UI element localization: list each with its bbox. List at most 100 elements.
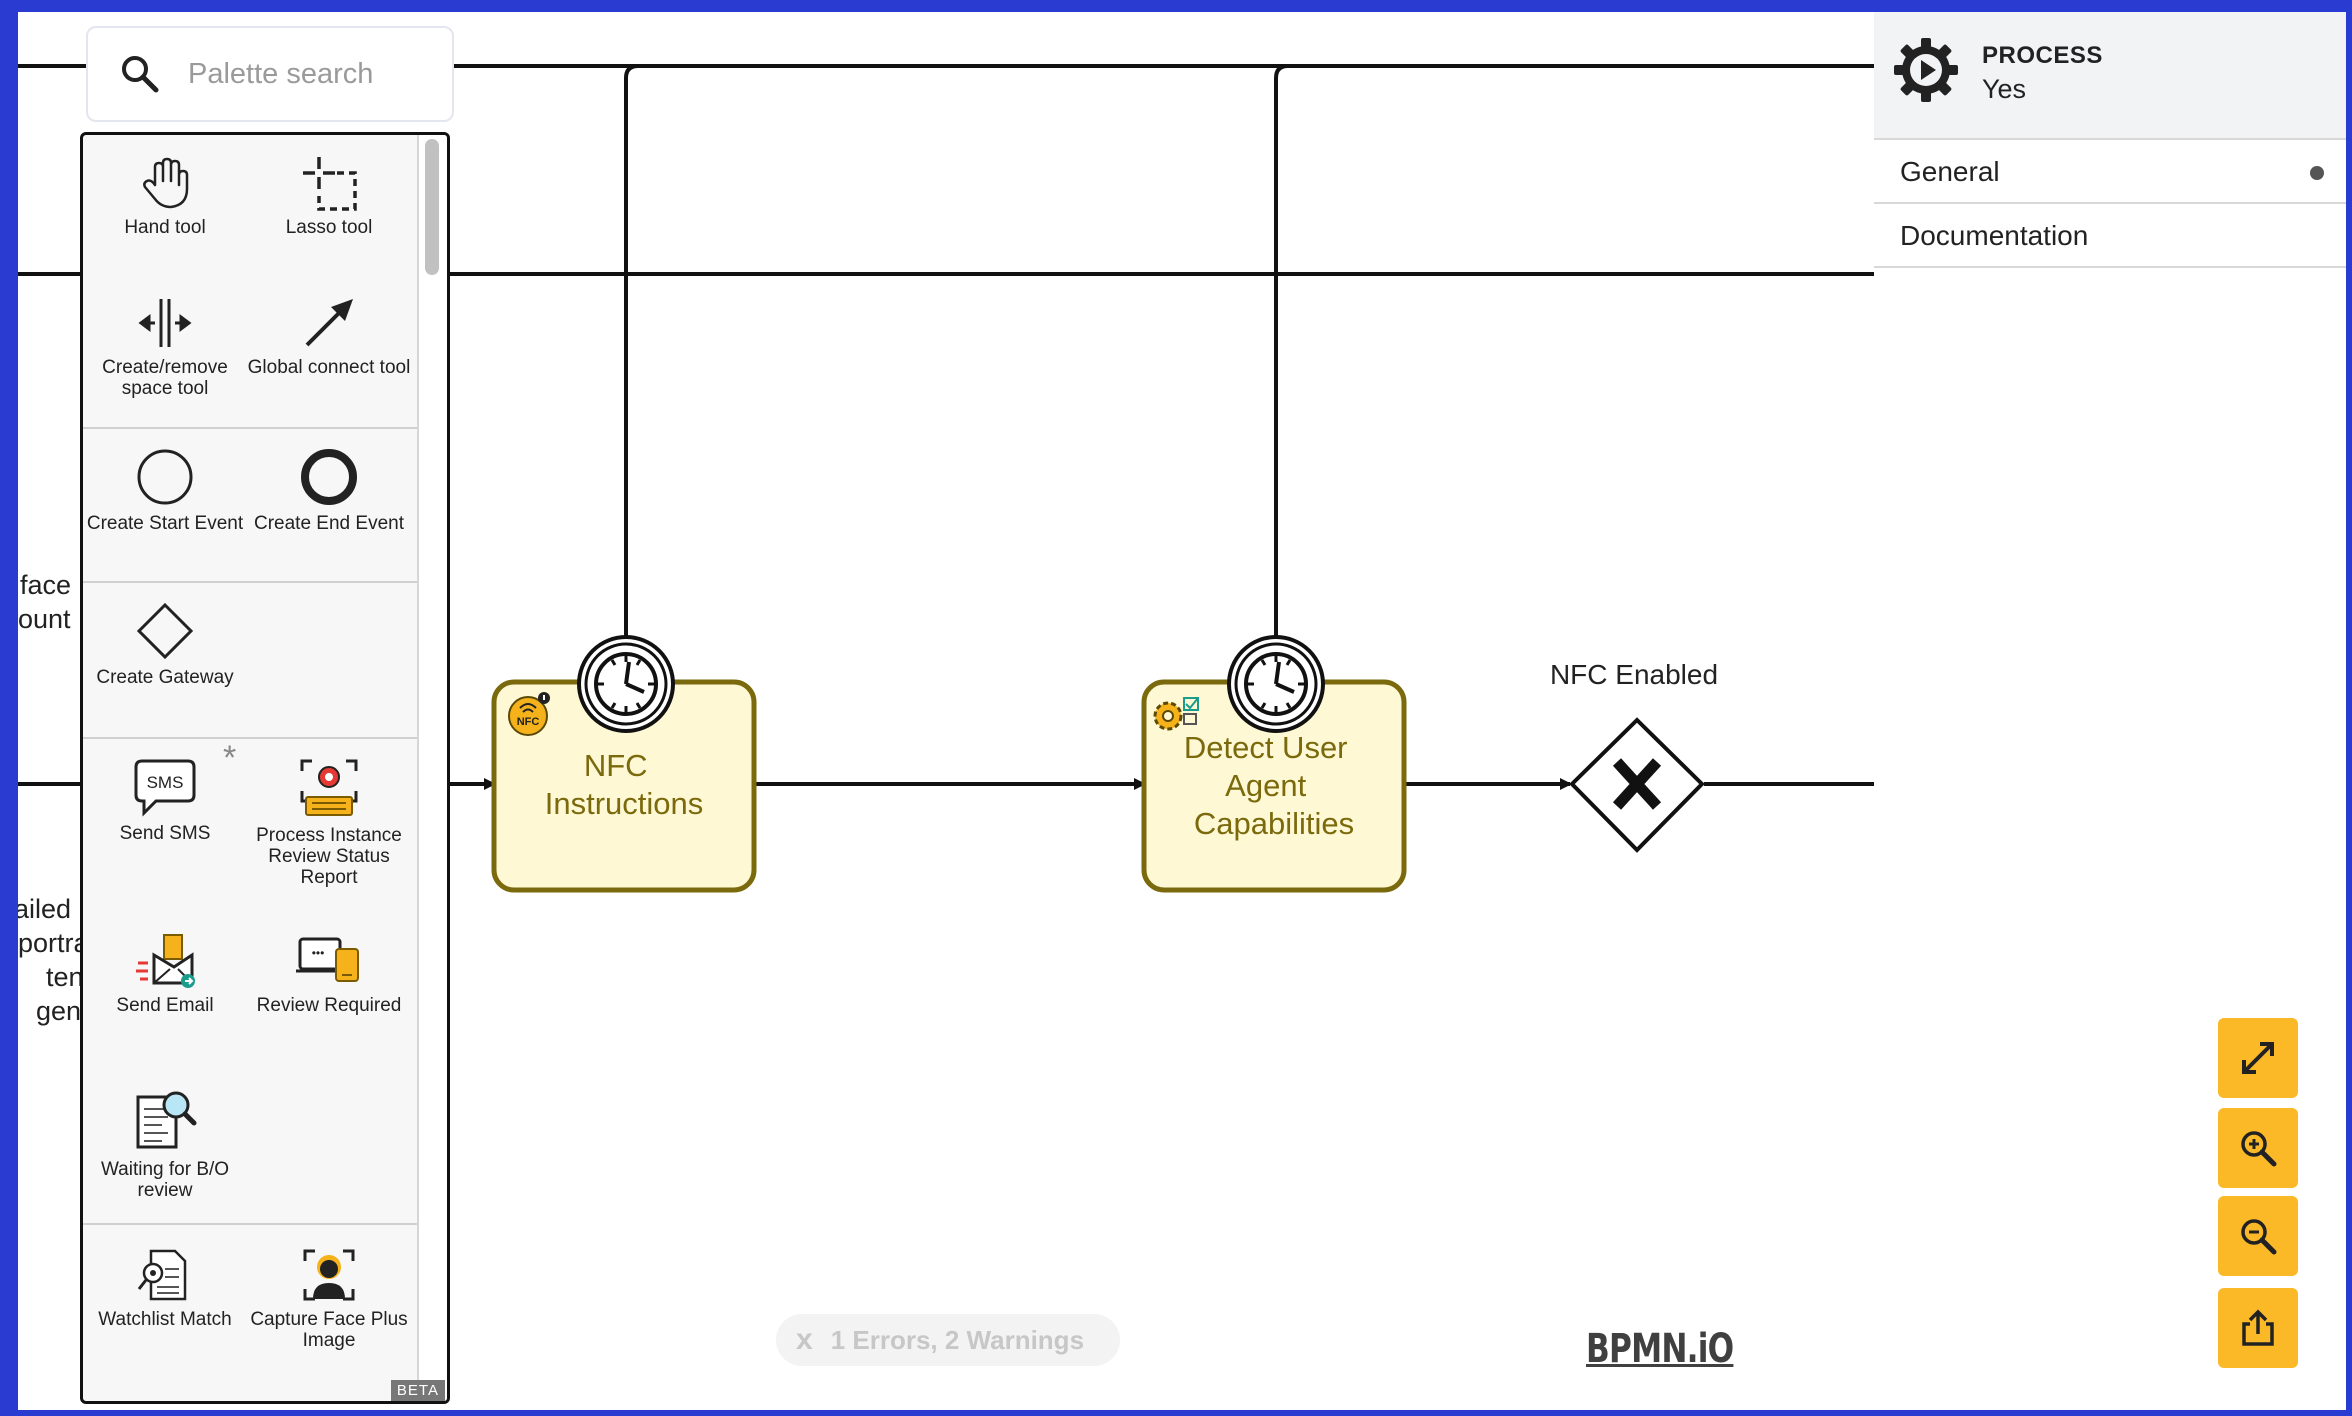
search-icon bbox=[122, 56, 159, 93]
capture-face-button[interactable]: Capture Face Plus Image bbox=[247, 1247, 411, 1351]
element-type: PROCESS bbox=[1982, 42, 2103, 69]
section-has-data-dot bbox=[2310, 166, 2324, 180]
hand-icon bbox=[143, 157, 189, 209]
zoom-out-icon bbox=[2241, 1219, 2277, 1255]
gateway-icon bbox=[136, 602, 194, 660]
watchlist-match-label: Watchlist Match bbox=[98, 1309, 232, 1330]
review-required-label: Review Required bbox=[256, 995, 402, 1016]
watchlist-icon bbox=[137, 1249, 187, 1301]
lasso-tool-button[interactable]: Lasso tool bbox=[247, 155, 411, 238]
clipped-left-labels: face ount ailed portra ten gen bbox=[14, 570, 90, 1026]
task-label-line: Capabilities bbox=[1194, 806, 1354, 841]
task-nfc-instructions[interactable]: NFC NFC Instructions bbox=[491, 679, 757, 893]
sms-icon: SMS bbox=[134, 759, 196, 817]
face-capture-icon bbox=[303, 1249, 355, 1301]
connect-arrow-icon bbox=[305, 299, 353, 347]
review-report-icon bbox=[300, 759, 358, 816]
properties-section-documentation[interactable]: Documentation bbox=[1874, 204, 2346, 268]
bpmn-io-logo[interactable]: BPMN.iO bbox=[1586, 1326, 1734, 1372]
palette-scrollbar-thumb[interactable] bbox=[425, 139, 439, 275]
lasso-tool-label: Lasso tool bbox=[285, 217, 373, 238]
svg-text:•••: ••• bbox=[312, 946, 325, 960]
review-required-button[interactable]: ••• Review Required bbox=[247, 933, 411, 1016]
boundary-connectors[interactable] bbox=[624, 64, 1289, 638]
clipped-label: gen bbox=[36, 996, 81, 1026]
create-end-event-label: Create End Event bbox=[254, 513, 404, 534]
palette-group-events: Create Start Event Create End Event bbox=[83, 427, 421, 583]
start-event-icon bbox=[137, 449, 193, 505]
space-tool-icon bbox=[138, 299, 192, 347]
task-label-line: Instructions bbox=[545, 786, 704, 821]
waiting-for-review-label: Waiting for B/O review bbox=[100, 1159, 230, 1201]
palette-group-gateway: Create Gateway bbox=[83, 581, 421, 739]
hand-tool-label: Hand tool bbox=[124, 217, 206, 238]
global-connect-tool-label: Global connect tool bbox=[247, 357, 411, 378]
svg-text:NFC: NFC bbox=[517, 716, 540, 728]
send-email-button[interactable]: Send Email bbox=[83, 933, 247, 1016]
send-sms-button[interactable]: SMS Send SMS bbox=[83, 757, 247, 844]
palette-search-input[interactable] bbox=[186, 56, 430, 92]
task-detect-user-agent-capabilities[interactable]: Detect User Agent Capabilities bbox=[1141, 679, 1407, 893]
svg-text:SMS: SMS bbox=[147, 773, 184, 792]
create-gateway-button[interactable]: Create Gateway bbox=[83, 601, 247, 688]
fullscreen-button[interactable] bbox=[2218, 1018, 2298, 1098]
gateway-label: NFC Enabled bbox=[1550, 659, 1718, 690]
exclusive-gateway-nfc-enabled[interactable] bbox=[1569, 717, 1705, 853]
palette-group-custom-tasks: SMS Send SMS Process Instance Review Sta… bbox=[83, 737, 421, 1225]
process-review-report-label: Process Instance Review Status Report bbox=[256, 825, 402, 888]
element-name: Yes bbox=[1982, 74, 2027, 104]
palette-group-space-connect: Create/remove space tool Global connect … bbox=[83, 285, 421, 429]
tool-palette: Hand tool Lasso tool Create/ bbox=[80, 132, 450, 1404]
service-task-gear-icon bbox=[1153, 697, 1199, 731]
zoom-in-button[interactable] bbox=[2218, 1108, 2298, 1188]
capture-face-label: Capture Face Plus Image bbox=[250, 1309, 408, 1351]
properties-header: PROCESS Yes bbox=[1874, 12, 2346, 140]
create-end-event-button[interactable]: Create End Event bbox=[247, 447, 411, 534]
linting-status-button[interactable]: x 1 Errors, 2 Warnings bbox=[776, 1314, 1120, 1366]
create-gateway-label: Create Gateway bbox=[96, 667, 234, 688]
send-sms-label: Send SMS bbox=[119, 823, 211, 844]
zoom-in-icon bbox=[2241, 1131, 2277, 1167]
watchlist-match-button[interactable]: Watchlist Match bbox=[83, 1247, 247, 1330]
properties-section-general[interactable]: General bbox=[1874, 140, 2346, 204]
svg-text:Detect User Agent: Detect User Agent Capabilities bbox=[1184, 730, 1356, 841]
process-review-report-button[interactable]: Process Instance Review Status Report bbox=[247, 757, 411, 888]
email-icon bbox=[136, 934, 195, 988]
task-label-line: Agent bbox=[1225, 768, 1306, 803]
task-label-line: Detect User bbox=[1184, 730, 1348, 765]
document-search-icon bbox=[136, 1091, 197, 1149]
space-tool-button[interactable]: Create/remove space tool bbox=[83, 295, 247, 399]
zoom-out-button[interactable] bbox=[2218, 1196, 2298, 1276]
hand-tool-button[interactable]: Hand tool bbox=[83, 155, 247, 238]
linting-error-icon: x bbox=[796, 1323, 813, 1356]
beta-badge: BETA bbox=[390, 1380, 445, 1401]
waiting-for-review-button[interactable]: Waiting for B/O review bbox=[83, 1087, 247, 1201]
clipped-label: ailed bbox=[14, 894, 71, 924]
clipped-label: ount bbox=[18, 604, 71, 634]
timer-boundary-event-icon[interactable] bbox=[577, 635, 675, 733]
palette-group-tools: Hand tool Lasso tool bbox=[83, 135, 421, 285]
palette-search-box[interactable] bbox=[86, 26, 454, 122]
create-start-event-label: Create Start Event bbox=[86, 513, 244, 534]
section-label: Documentation bbox=[1900, 220, 2089, 251]
task-label-line: NFC bbox=[584, 748, 648, 783]
end-event-icon bbox=[301, 449, 357, 505]
send-email-label: Send Email bbox=[116, 995, 214, 1016]
section-label: General bbox=[1900, 156, 2000, 187]
export-button[interactable] bbox=[2218, 1288, 2298, 1368]
global-connect-tool-button[interactable]: Global connect tool bbox=[247, 295, 411, 378]
palette-scrollbar[interactable] bbox=[417, 135, 447, 1401]
asterisk-mark: * bbox=[223, 739, 237, 777]
export-icon bbox=[2242, 1309, 2274, 1346]
clipped-label: ten bbox=[46, 962, 84, 992]
palette-group-identity: Watchlist Match Capture Face Plus Image bbox=[83, 1223, 421, 1401]
svg-text:NFC Instructions: NFC Instructions bbox=[545, 748, 704, 821]
create-start-event-button[interactable]: Create Start Event bbox=[83, 447, 247, 534]
fullscreen-icon bbox=[2242, 1042, 2274, 1074]
clipped-label: portra bbox=[18, 928, 90, 958]
linting-summary: 1 Errors, 2 Warnings bbox=[830, 1324, 1085, 1355]
process-gear-icon bbox=[1894, 38, 1958, 102]
nfc-badge-icon: NFC bbox=[508, 692, 550, 736]
clipped-label: face bbox=[20, 570, 71, 600]
timer-boundary-event-icon[interactable] bbox=[1227, 635, 1325, 733]
